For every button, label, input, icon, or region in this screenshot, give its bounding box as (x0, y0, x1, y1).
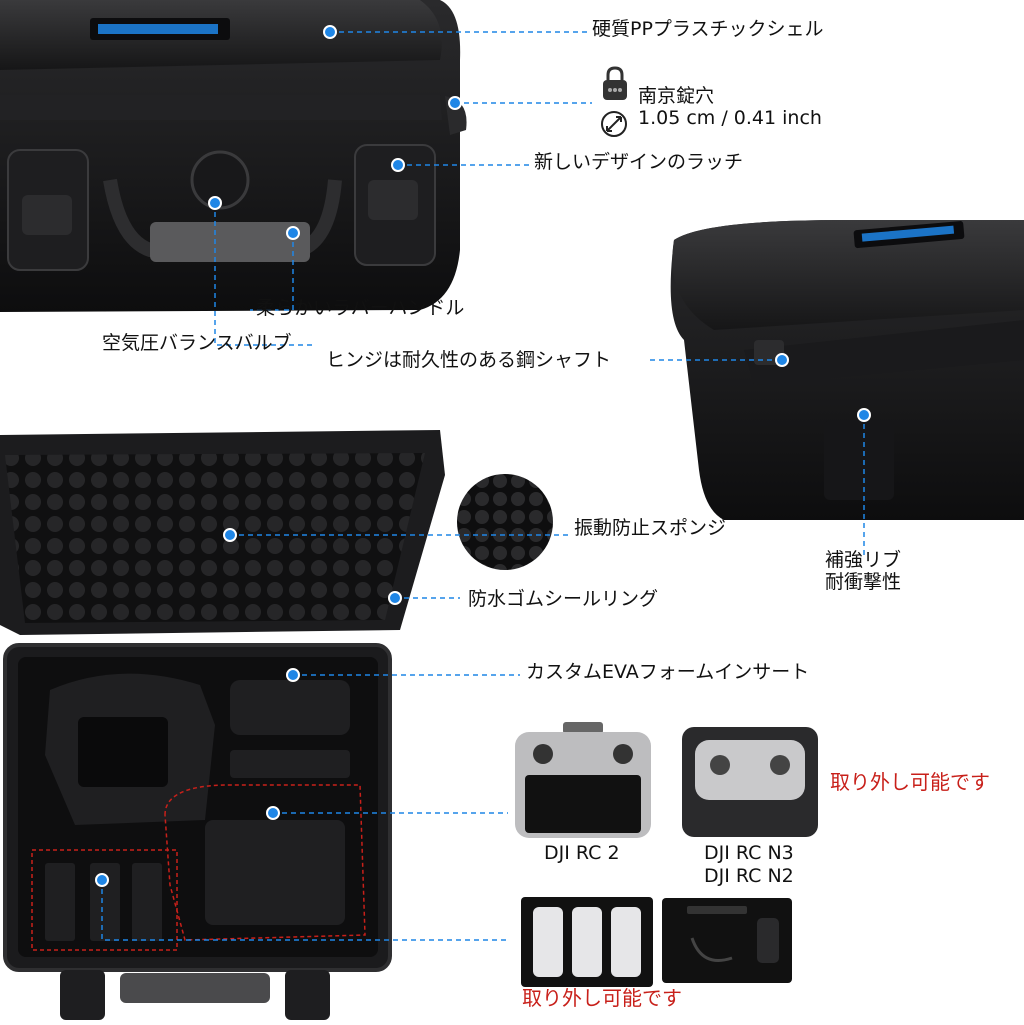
battery-slot-marker-dot (95, 873, 109, 887)
rib-marker-dot (857, 408, 871, 422)
lock-marker-dot (448, 96, 462, 110)
rcn2-label: DJI RC N2 (704, 865, 794, 887)
latch-label: 新しいデザインのラッチ (534, 151, 744, 173)
diameter-icon (601, 111, 627, 137)
sponge-label: 振動防止スポンジ (574, 517, 727, 539)
sponge-marker-dot (223, 528, 237, 542)
accessories-tray-image (662, 898, 792, 983)
handle-marker-dot (286, 226, 300, 240)
shell-label: 硬質PPプラスチックシェル (592, 18, 824, 40)
rcn3-label: DJI RC N3 (704, 842, 794, 864)
hinge-label: ヒンジは耐久性のある鋼シャフト (326, 349, 612, 371)
controller-slot-marker-dot (266, 806, 280, 820)
handle-label: 柔らかいラバーハンドル (256, 297, 465, 319)
valve-marker-dot (208, 196, 222, 210)
removable-label-controllers: 取り外し可能です (830, 770, 990, 794)
seal-label: 防水ゴムシールリング (468, 588, 659, 610)
rc2-label: DJI RC 2 (544, 842, 620, 864)
dji-rcn3-controller-image (682, 727, 818, 837)
latch-marker-dot (391, 158, 405, 172)
eva-marker-dot (286, 668, 300, 682)
shell-marker-dot (323, 25, 337, 39)
rib-label: 補強リブ (825, 549, 902, 571)
battery-tray-image (521, 897, 653, 987)
sponge-sample-image (457, 474, 553, 570)
valve-label: 空気圧バランスバルブ (102, 332, 292, 354)
lock-size-label: 1.05 cm / 0.41 inch (638, 107, 822, 129)
removable-label-batteries: 取り外し可能です (522, 986, 682, 1010)
impact-label: 耐衝撃性 (825, 571, 902, 593)
dji-rc2-controller-image (515, 722, 651, 838)
lock-hole-label: 南京錠穴 (638, 85, 715, 107)
eva-label: カスタムEVAフォームインサート (526, 661, 810, 683)
padlock-icon (603, 66, 627, 100)
closed-case-side-image (670, 220, 1024, 520)
seal-marker-dot (388, 591, 402, 605)
hinge-marker-dot (775, 353, 789, 367)
